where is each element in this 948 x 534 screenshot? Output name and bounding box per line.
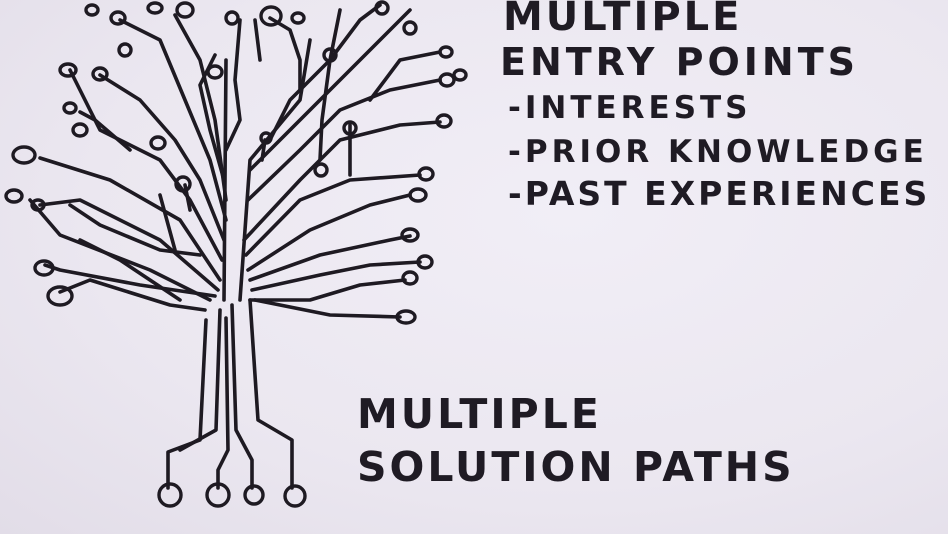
trunk-line-far-left bbox=[166, 318, 208, 490]
branch-right-8 bbox=[246, 78, 442, 202]
leaf-node bbox=[224, 10, 240, 26]
branch-right-11 bbox=[318, 8, 342, 162]
leaf-node bbox=[91, 66, 109, 82]
branch-left-14 bbox=[158, 193, 177, 252]
branch-left-4 bbox=[38, 198, 220, 292]
trunk-line-center bbox=[230, 303, 254, 490]
entry-point-item-past-experiences: -Past Experiences bbox=[508, 174, 931, 213]
leaf-node bbox=[117, 42, 133, 58]
leaf-node bbox=[84, 3, 100, 17]
leaf-node bbox=[58, 62, 78, 78]
branch-right-1 bbox=[248, 278, 407, 302]
branch-left-10 bbox=[78, 238, 182, 302]
leaf-node bbox=[46, 285, 74, 307]
branch-left-15 bbox=[224, 18, 242, 152]
leaf-node bbox=[402, 20, 418, 36]
branch-right-16 bbox=[368, 50, 442, 102]
trunk-line-right bbox=[248, 298, 294, 490]
branch-right-7 bbox=[242, 120, 442, 242]
leaf-node bbox=[416, 254, 434, 270]
branch-right-10 bbox=[268, 3, 382, 142]
leaf-node bbox=[30, 198, 46, 212]
entry-point-item-interests: -Interests bbox=[508, 90, 752, 126]
leaf-node bbox=[174, 175, 192, 193]
leaf-node bbox=[322, 47, 338, 63]
leaf-node bbox=[400, 227, 420, 243]
root-node-4 bbox=[283, 484, 307, 508]
trunk-line-inner bbox=[216, 316, 230, 490]
leaf-node bbox=[62, 101, 78, 115]
leaf-node bbox=[149, 135, 167, 151]
branch-right-3 bbox=[248, 234, 412, 282]
branch-left-5 bbox=[38, 156, 222, 282]
leaf-node bbox=[259, 131, 273, 145]
root-node-1 bbox=[157, 482, 183, 508]
branch-right-6 bbox=[244, 173, 422, 257]
leaf-node bbox=[175, 1, 195, 19]
leaf-node bbox=[408, 187, 428, 203]
root-node-2 bbox=[205, 482, 231, 508]
branch-left-12 bbox=[68, 203, 202, 257]
branch-left-16 bbox=[78, 110, 132, 152]
branch-right-5 bbox=[246, 193, 412, 272]
entry-points-title-line2: Entry Points bbox=[500, 40, 859, 84]
entry-points-title-line1: Multiple bbox=[503, 0, 743, 40]
branch-right-14 bbox=[268, 16, 302, 92]
leaf-node bbox=[71, 122, 89, 138]
leaf-node bbox=[33, 259, 55, 277]
branch-right-2 bbox=[250, 260, 422, 292]
leaf-node bbox=[438, 72, 456, 88]
solution-paths-title-line1: Multiple bbox=[357, 390, 602, 438]
solution-paths-title-line2: Solution Paths bbox=[357, 443, 795, 491]
branch-left-9 bbox=[173, 13, 228, 202]
leaf-node bbox=[4, 188, 24, 204]
root-node-3 bbox=[243, 484, 265, 506]
leaf-node bbox=[313, 162, 329, 178]
leaf-node bbox=[395, 309, 417, 325]
leaf-node bbox=[401, 270, 419, 286]
leaf-node bbox=[452, 68, 468, 82]
branch-left-6 bbox=[68, 68, 224, 262]
leaf-node bbox=[417, 166, 435, 182]
branch-right-9 bbox=[248, 8, 412, 172]
leaf-node bbox=[259, 5, 283, 27]
leaf-node bbox=[206, 64, 224, 80]
leaf-node bbox=[435, 113, 453, 129]
leaf-node bbox=[438, 45, 454, 59]
entry-point-item-prior-knowledge: -Prior Knowledge bbox=[508, 134, 928, 170]
branch-left-3 bbox=[58, 278, 207, 312]
branch-right-15 bbox=[253, 18, 262, 62]
branch-left-7 bbox=[98, 73, 226, 242]
leaf-node bbox=[290, 11, 306, 25]
leaf-node bbox=[11, 145, 37, 165]
leaf-node bbox=[374, 0, 390, 16]
leaf-node bbox=[109, 10, 127, 26]
branch-left-8 bbox=[118, 18, 228, 222]
branch-left-1 bbox=[28, 198, 212, 302]
branch-right-4 bbox=[253, 298, 402, 319]
leaf-node bbox=[146, 1, 164, 15]
leaf-node bbox=[342, 120, 358, 136]
